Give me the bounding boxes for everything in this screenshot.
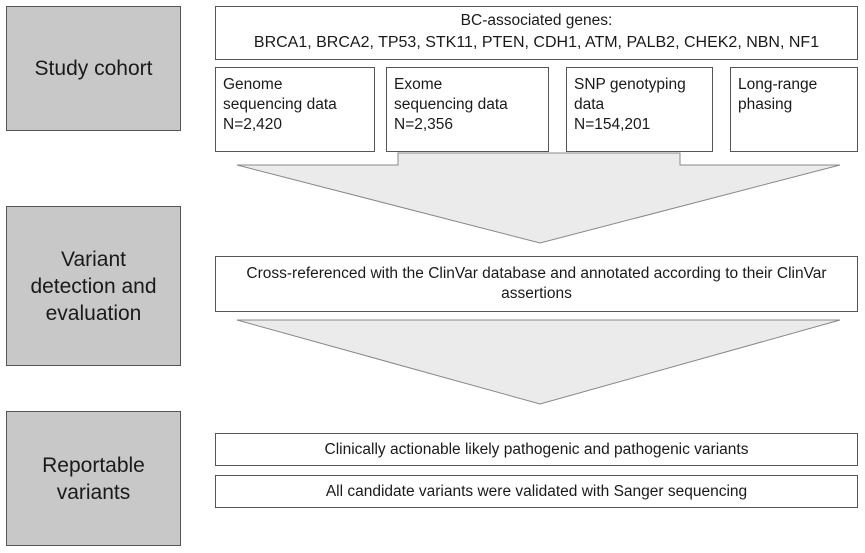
source-exome: Exome sequencing data N=2,356 (386, 67, 549, 152)
source-count: N=154,201 (574, 116, 651, 133)
result-actionable-variants: Clinically actionable likely pathogenic … (215, 433, 858, 466)
source-count: N=2,420 (223, 116, 283, 133)
result-text: Clinically actionable likely pathogenic … (324, 440, 749, 458)
result-text: All candidate variants were validated wi… (325, 482, 748, 500)
source-label: Long-range phasing (738, 76, 818, 113)
arrow-cohort-to-detection (236, 152, 841, 244)
source-label: SNP genotyping data (574, 76, 686, 113)
source-snp: SNP genotyping data N=154,201 (566, 67, 713, 152)
source-genome: Genome sequencing data N=2,420 (215, 67, 375, 152)
stage-study-cohort: Study cohort (6, 6, 181, 131)
stage-label: Variant detection and evaluation (30, 247, 157, 325)
source-label: Exome sequencing data (394, 76, 508, 113)
genes-title: BC-associated genes: (460, 12, 613, 29)
stage-reportable-variants: Reportable variants (6, 411, 181, 546)
genes-box: BC-associated genes: BRCA1, BRCA2, TP53,… (215, 6, 858, 60)
clinvar-text: Cross-referenced with the ClinVar databa… (246, 265, 827, 302)
clinvar-box: Cross-referenced with the ClinVar databa… (215, 256, 858, 312)
arrow-detection-to-variants (236, 319, 841, 405)
source-label: Genome sequencing data (223, 76, 337, 113)
genes-list: BRCA1, BRCA2, TP53, STK11, PTEN, CDH1, A… (253, 34, 820, 51)
source-count: N=2,356 (394, 116, 454, 133)
source-phasing: Long-range phasing (730, 67, 858, 152)
result-sanger-validation: All candidate variants were validated wi… (215, 475, 858, 508)
stage-label: Reportable variants (42, 453, 145, 504)
stage-label: Study cohort (34, 57, 153, 80)
stage-variant-detection: Variant detection and evaluation (6, 206, 181, 366)
